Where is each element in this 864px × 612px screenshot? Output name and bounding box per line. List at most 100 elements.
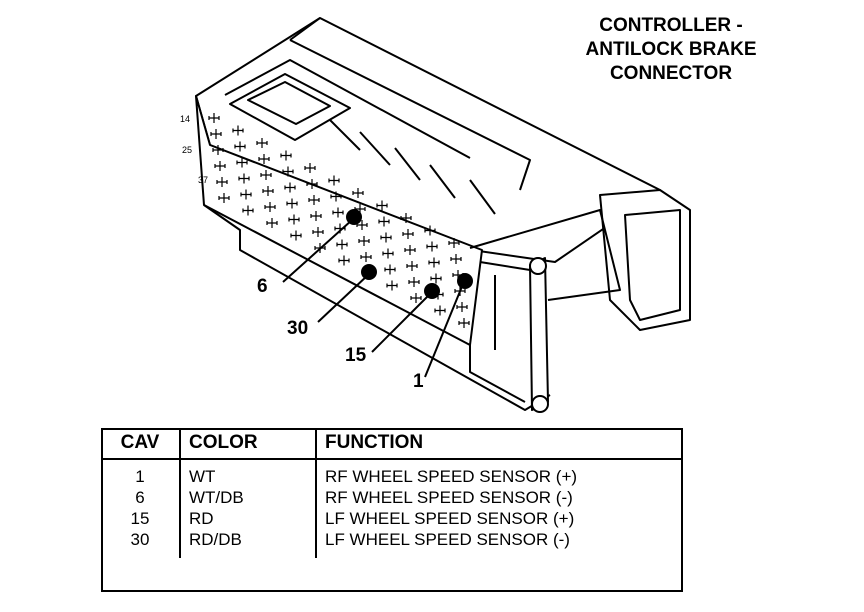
cavity-slot xyxy=(354,204,366,214)
cavity-slot xyxy=(214,161,226,171)
cavity-slot xyxy=(358,236,370,246)
cavity-slot xyxy=(428,257,440,268)
cavity-slot xyxy=(238,173,250,184)
cavity-slot xyxy=(266,218,278,228)
cavity-slot xyxy=(410,293,422,303)
cavity-face xyxy=(195,95,483,346)
cavity-slot xyxy=(232,125,244,136)
cavity-slot xyxy=(264,202,276,212)
cavity-slot xyxy=(242,205,254,216)
cell-cav: 6 xyxy=(135,488,145,507)
cell-color: WT xyxy=(179,459,316,487)
latch-housing xyxy=(229,73,351,141)
cavity-slot xyxy=(290,230,302,241)
cavity-slot xyxy=(236,157,248,168)
cell-function: RF WHEEL SPEED SENSOR (+) xyxy=(315,459,681,487)
table-row: 6 WT/DB RF WHEEL SPEED SENSOR (-) xyxy=(101,487,681,508)
cavity-grid xyxy=(208,113,470,328)
cavity-slot xyxy=(406,261,418,271)
cell-color: RD xyxy=(179,508,316,529)
cavity-slot xyxy=(380,232,392,243)
cavity-slot xyxy=(308,195,320,205)
cavity-slot xyxy=(282,166,294,177)
cavity-slot xyxy=(258,154,270,164)
callout-15: 15 xyxy=(345,345,367,366)
cell-color: WT/DB xyxy=(179,487,316,508)
cavity-slot xyxy=(382,248,394,259)
title-line-2: ANTILOCK BRAKE xyxy=(585,39,757,60)
cavity-slot xyxy=(310,211,322,221)
cavity-slot xyxy=(338,255,350,266)
leader-15 xyxy=(371,293,431,353)
cavity-slot xyxy=(404,245,416,255)
cavity-slot xyxy=(376,200,388,211)
cavity-slot xyxy=(450,254,462,264)
cavity-slot xyxy=(452,270,464,280)
cavity-slot xyxy=(256,138,268,148)
cavity-slot xyxy=(456,302,468,312)
header-function: FUNCTION xyxy=(315,428,681,460)
cavity-slot xyxy=(402,229,414,239)
cavity-slot xyxy=(424,225,436,236)
pin-1-dot xyxy=(457,273,473,289)
cell-cav: 30 xyxy=(130,530,150,549)
cavity-slot xyxy=(262,186,274,196)
bracket xyxy=(469,209,621,350)
cavity-slot xyxy=(306,179,318,189)
pin-label-37: 37 xyxy=(198,175,208,185)
cavity-slot xyxy=(360,252,372,262)
cavity-slot xyxy=(430,273,442,284)
cavity-slot xyxy=(288,214,300,225)
cavity-slot xyxy=(434,305,446,316)
cavity-slot xyxy=(426,241,438,252)
cell-function: LF WHEEL SPEED SENSOR (-) xyxy=(315,529,681,558)
connector-cover xyxy=(224,17,531,191)
body-ribs xyxy=(329,119,496,215)
cavity-slot xyxy=(400,213,412,223)
title-line-3: CONNECTOR xyxy=(609,63,733,84)
table-row: 15 RD LF WHEEL SPEED SENSOR (+) xyxy=(101,508,681,529)
table-row: 1 WT RF WHEEL SPEED SENSOR (+) xyxy=(101,459,681,487)
cavity-slot xyxy=(260,170,272,180)
table-header-row: CAV COLOR FUNCTION xyxy=(101,428,681,460)
cavity-slot xyxy=(336,239,348,250)
cell-color: RD/DB xyxy=(179,529,316,558)
cell-function: RF WHEEL SPEED SENSOR (-) xyxy=(315,487,681,508)
header-cav: CAV xyxy=(101,428,180,460)
cell-cav: 1 xyxy=(135,467,145,486)
cavity-slot xyxy=(386,280,398,291)
diagram-title: CONTROLLER - ANTILOCK BRAKE CONNECTOR xyxy=(560,14,782,86)
table-row: 30 RD/DB LF WHEEL SPEED SENSOR (-) xyxy=(101,529,681,558)
cavity-slot xyxy=(208,113,220,123)
cavity-slot xyxy=(210,129,222,139)
end-tube xyxy=(599,189,691,331)
leader-30 xyxy=(317,274,369,323)
cavity-slot xyxy=(408,277,420,287)
pin-label-14: 14 xyxy=(180,114,190,124)
cavity-slot xyxy=(330,191,342,202)
title-line-1: CONTROLLER - xyxy=(599,15,743,36)
cavity-slot xyxy=(378,216,390,227)
cavity-slot xyxy=(286,198,298,209)
pin-30-dot xyxy=(361,264,377,280)
cavity-slot xyxy=(448,238,460,248)
cavity-slot xyxy=(312,227,324,237)
cavity-slot xyxy=(216,177,228,187)
leader-6 xyxy=(282,219,353,283)
cell-function: LF WHEEL SPEED SENSOR (+) xyxy=(315,508,681,529)
leader-lines xyxy=(282,219,464,378)
cavity-slot xyxy=(218,193,230,203)
cavity-slot xyxy=(328,175,340,186)
header-color: COLOR xyxy=(179,428,316,460)
cavity-slot xyxy=(304,163,316,173)
cavity-slot xyxy=(334,223,346,234)
cavity-slot xyxy=(384,264,396,275)
cavity-slot xyxy=(458,318,470,328)
callout-1: 1 xyxy=(413,371,424,392)
pin-label-25: 25 xyxy=(182,145,192,155)
cell-cav: 15 xyxy=(130,509,150,528)
cavity-slot xyxy=(356,220,368,230)
cavity-slot xyxy=(234,141,246,152)
standoff-post xyxy=(529,257,549,411)
